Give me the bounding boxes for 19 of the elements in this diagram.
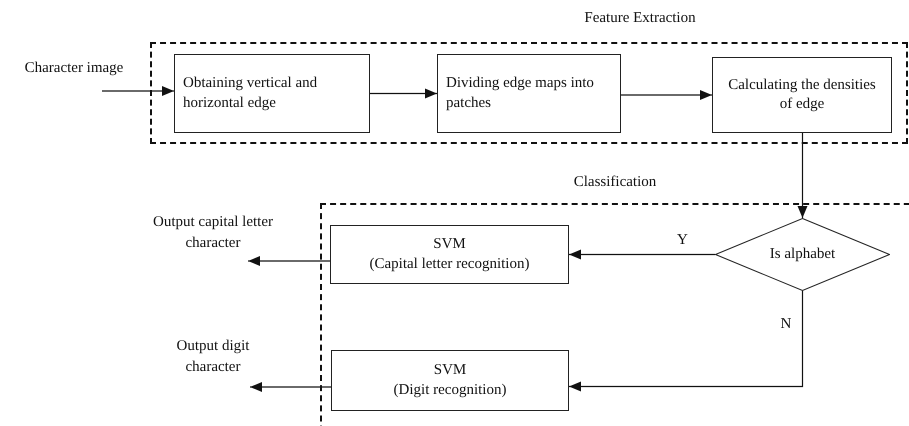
text-label: Output capital letter character	[128, 212, 298, 261]
arrow	[250, 382, 331, 392]
decision-diamond: Is alphabet	[715, 218, 890, 291]
arrow	[569, 250, 715, 260]
process-box: Dividing edge maps into patches	[437, 54, 621, 133]
arrow	[621, 90, 712, 100]
text-label: Output digit character	[150, 336, 276, 387]
text-label: Character image	[6, 58, 142, 91]
process-box: Calculating the densities of edge	[712, 57, 892, 133]
process-box: Obtaining vertical and horizontal edge	[174, 54, 370, 133]
group-heading: Classification	[572, 174, 658, 191]
arrow	[102, 86, 174, 96]
process-box: SVM (Capital letter recognition)	[330, 225, 569, 284]
arrow	[798, 133, 808, 218]
arrow	[248, 256, 330, 266]
arrow	[569, 291, 804, 392]
arrow	[370, 88, 437, 98]
process-box: SVM (Digit recognition)	[331, 350, 569, 411]
group-heading: Feature Extraction	[583, 10, 697, 27]
